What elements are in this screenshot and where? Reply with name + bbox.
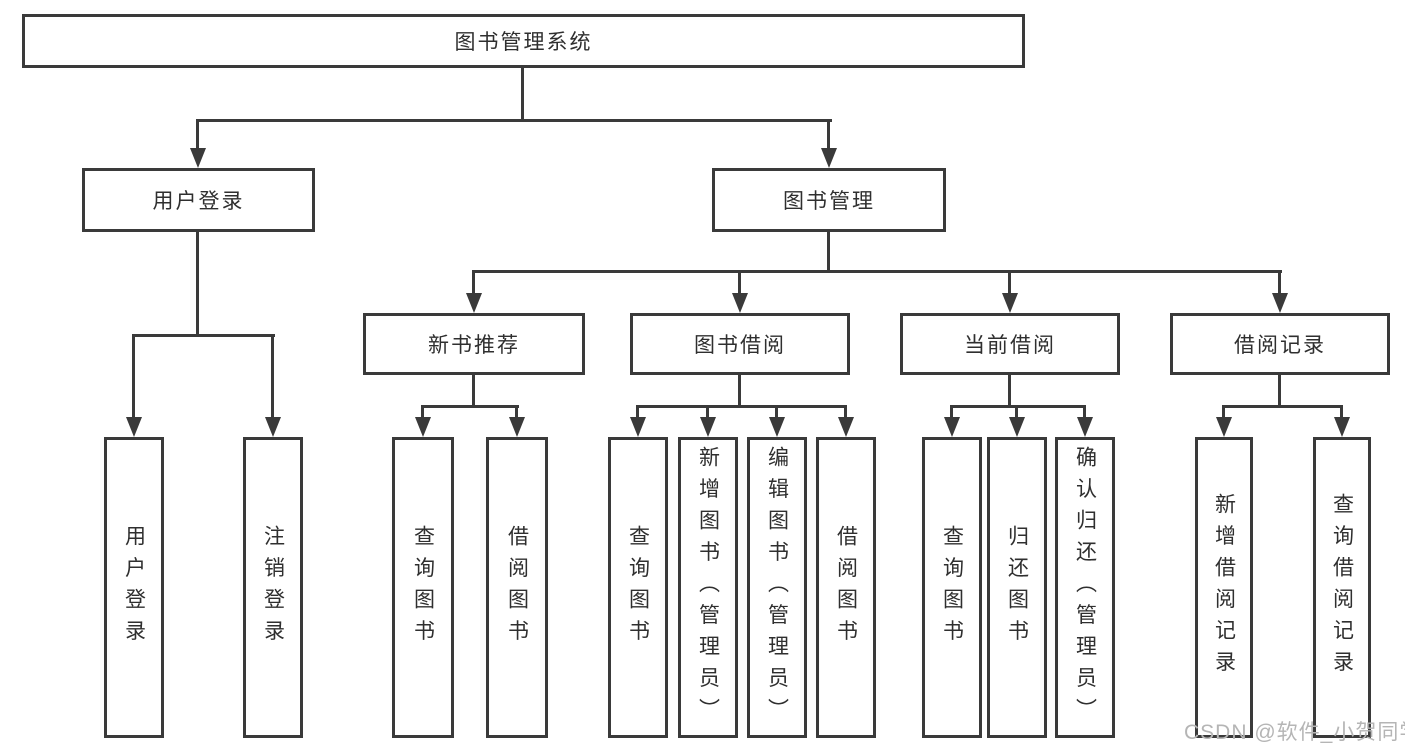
- node-leaf-borrow-books-recommend: 借阅图书: [486, 437, 548, 738]
- connector-line: [1278, 375, 1281, 407]
- node-leaf-user-login: 用户登录: [104, 437, 164, 738]
- arrowhead-down-icon: [700, 417, 716, 437]
- connector-line: [636, 405, 847, 408]
- node-book-borrowing: 图书借阅: [630, 313, 850, 375]
- node-label: 查询图书: [626, 524, 650, 651]
- node-leaf-query-books-recommend: 查询图书: [392, 437, 454, 738]
- node-label: 归还图书: [1005, 524, 1029, 651]
- connector-line: [1008, 270, 1011, 295]
- node-new-book-recommendation: 新书推荐: [363, 313, 585, 375]
- connector-line: [196, 119, 199, 150]
- node-label: 查询图书: [940, 524, 964, 651]
- arrowhead-down-icon: [732, 293, 748, 313]
- arrowhead-down-icon: [1216, 417, 1232, 437]
- connector-line: [197, 119, 832, 122]
- node-label: 查询图书: [411, 524, 435, 651]
- connector-line: [196, 232, 199, 337]
- node-label: 借阅图书: [834, 524, 858, 651]
- connector-line: [271, 334, 274, 419]
- node-label: 新增图书（管理员）: [696, 445, 720, 730]
- node-leaf-borrow-books-borrowing: 借阅图书: [816, 437, 876, 738]
- connector-line: [472, 270, 475, 295]
- node-leaf-add-books-admin: 新增图书（管理员）: [678, 437, 738, 738]
- node-leaf-logout: 注销登录: [243, 437, 303, 738]
- connector-line: [472, 375, 475, 407]
- connector-line: [1015, 405, 1018, 419]
- node-leaf-query-books-current: 查询图书: [922, 437, 982, 738]
- arrowhead-down-icon: [944, 417, 960, 437]
- arrowhead-down-icon: [1077, 417, 1093, 437]
- node-leaf-query-books-borrowing: 查询图书: [608, 437, 668, 738]
- node-label: 借阅记录: [1234, 334, 1326, 357]
- node-label: 当前借阅: [964, 334, 1056, 357]
- node-label: 图书管理系统: [454, 31, 593, 54]
- node-label: 借阅图书: [505, 524, 529, 651]
- connector-line: [421, 405, 424, 419]
- connector-line: [1008, 375, 1011, 407]
- node-label: 新增借阅记录: [1212, 493, 1236, 682]
- connector-line: [1340, 405, 1343, 419]
- connector-line: [738, 270, 741, 295]
- connector-line: [1222, 405, 1225, 419]
- node-label: 注销登录: [261, 524, 285, 651]
- connector-line: [1222, 405, 1343, 408]
- node-borrowing-records: 借阅记录: [1170, 313, 1390, 375]
- connector-line: [132, 334, 135, 419]
- node-book-management: 图书管理: [712, 168, 946, 232]
- connector-line: [1278, 270, 1281, 295]
- arrowhead-down-icon: [630, 417, 646, 437]
- arrowhead-down-icon: [190, 148, 206, 168]
- node-label: 编辑图书（管理员）: [765, 445, 789, 730]
- arrowhead-down-icon: [769, 417, 785, 437]
- connector-line: [738, 375, 741, 407]
- arrowhead-down-icon: [1334, 417, 1350, 437]
- node-library-system-root: 图书管理系统: [22, 14, 1025, 68]
- node-label: 图书借阅: [694, 334, 786, 357]
- node-label: 图书管理: [783, 190, 875, 213]
- arrowhead-down-icon: [415, 417, 431, 437]
- arrowhead-down-icon: [265, 417, 281, 437]
- arrowhead-down-icon: [1009, 417, 1025, 437]
- node-label: 查询借阅记录: [1330, 493, 1354, 682]
- connector-line: [636, 405, 639, 419]
- connector-line: [421, 405, 519, 408]
- connector-line: [1083, 405, 1086, 419]
- connector-line: [515, 405, 518, 419]
- connector-line: [950, 405, 953, 419]
- node-leaf-query-borrow-record: 查询借阅记录: [1313, 437, 1371, 738]
- node-current-borrowing: 当前借阅: [900, 313, 1120, 375]
- connector-line: [521, 68, 524, 122]
- node-label: 确认归还（管理员）: [1073, 445, 1097, 730]
- node-leaf-edit-books-admin: 编辑图书（管理员）: [747, 437, 807, 738]
- node-label: 新书推荐: [428, 334, 520, 357]
- csdn-watermark: CSDN @软件_小贺同学: [1184, 721, 1405, 744]
- arrowhead-down-icon: [1272, 293, 1288, 313]
- arrowhead-down-icon: [466, 293, 482, 313]
- node-leaf-add-borrow-record: 新增借阅记录: [1195, 437, 1253, 738]
- arrowhead-down-icon: [126, 417, 142, 437]
- connector-line: [706, 405, 709, 419]
- arrowhead-down-icon: [509, 417, 525, 437]
- connector-line: [950, 405, 1086, 408]
- connector-line: [827, 232, 830, 273]
- node-leaf-return-books: 归还图书: [987, 437, 1047, 738]
- connector-line: [132, 334, 275, 337]
- arrowhead-down-icon: [1002, 293, 1018, 313]
- connector-line: [775, 405, 778, 419]
- arrowhead-down-icon: [821, 148, 837, 168]
- connector-line: [472, 270, 1282, 273]
- connector-line: [827, 119, 830, 150]
- node-leaf-confirm-return-admin: 确认归还（管理员）: [1055, 437, 1115, 738]
- arrowhead-down-icon: [838, 417, 854, 437]
- node-label: 用户登录: [122, 524, 146, 651]
- node-label: 用户登录: [152, 190, 245, 213]
- connector-line: [844, 405, 847, 419]
- node-user-login: 用户登录: [82, 168, 315, 232]
